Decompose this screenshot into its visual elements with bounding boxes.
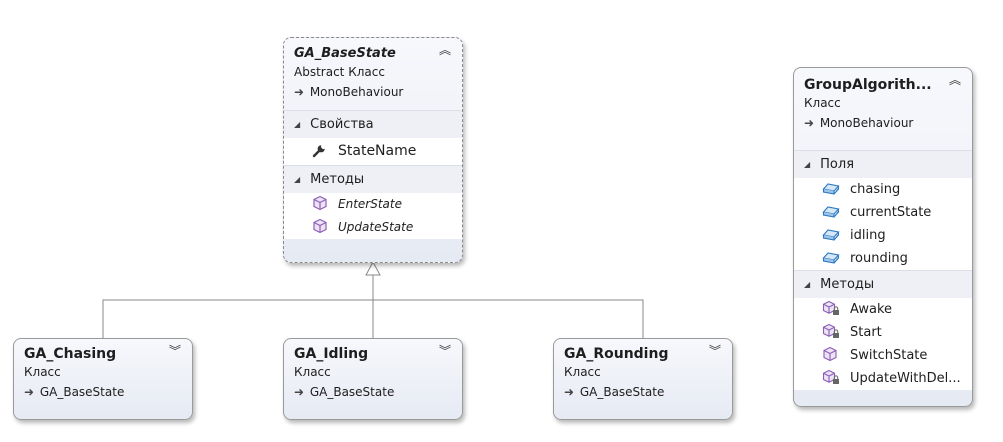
method-item[interactable]: UpdateState xyxy=(284,216,462,239)
class-box-ga-basestate[interactable]: GA_BaseState Abstract Класс ➜ MonoBehavi… xyxy=(283,37,463,263)
class-stereotype: Класс xyxy=(804,96,841,110)
property-item[interactable]: StateName xyxy=(284,138,462,165)
arrow-right-icon: ➜ xyxy=(294,85,305,99)
triangle-expanded-icon: ◢ xyxy=(804,280,811,289)
arrow-right-icon: ➜ xyxy=(804,116,815,130)
arrow-right-icon: ➜ xyxy=(24,385,35,399)
arrow-right-icon: ➜ xyxy=(294,385,305,399)
triangle-expanded-icon: ◢ xyxy=(294,120,301,129)
class-title: GroupAlgorith... xyxy=(804,77,932,93)
class-box-ga-chasing[interactable]: GA_Chasing Класс ➜ GA_BaseState ︾ xyxy=(13,338,193,420)
section-methods[interactable]: ◢Методы xyxy=(284,165,462,193)
base-class: ➜ GA_BaseState xyxy=(564,382,722,402)
class-title: GA_BaseState xyxy=(294,46,396,61)
method-item[interactable]: EnterState xyxy=(284,193,462,216)
method-item[interactable]: SwitchState xyxy=(794,344,972,367)
field-item[interactable]: chasing xyxy=(794,178,972,201)
wrench-icon xyxy=(312,145,325,158)
arrow-right-icon: ➜ xyxy=(564,385,575,399)
double-chevron-down-icon[interactable]: ︾ xyxy=(168,344,181,358)
double-chevron-up-icon[interactable]: ︽ xyxy=(438,43,451,57)
field-item[interactable]: idling xyxy=(794,224,972,247)
class-header: GA_Chasing Класс ➜ GA_BaseState ︾ xyxy=(14,339,192,410)
field-icon xyxy=(822,183,840,195)
method-item[interactable]: UpdateWithDel... xyxy=(794,367,972,390)
field-icon xyxy=(822,206,840,218)
field-item[interactable]: rounding xyxy=(794,247,972,270)
double-chevron-up-icon[interactable]: ︽ xyxy=(948,73,961,87)
cube-icon xyxy=(313,218,327,234)
method-item[interactable]: Awake xyxy=(794,298,972,321)
class-box-ga-idling[interactable]: GA_Idling Класс ➜ GA_BaseState ︾ xyxy=(283,338,463,420)
class-box-ga-rounding[interactable]: GA_Rounding Класс ➜ GA_BaseState ︾ xyxy=(553,338,733,420)
base-class: ➜ GA_BaseState xyxy=(24,382,182,402)
method-item[interactable]: Start xyxy=(794,321,972,344)
double-chevron-down-icon[interactable]: ︾ xyxy=(438,344,451,358)
class-header: GA_Rounding Класс ➜ GA_BaseState ︾ xyxy=(554,339,732,410)
class-stereotype: Класс xyxy=(294,365,331,379)
class-title: GA_Chasing xyxy=(24,346,117,362)
cube-lock-icon xyxy=(822,300,839,315)
section-fields[interactable]: ◢Поля xyxy=(794,150,972,178)
connector-chasing xyxy=(102,299,373,340)
class-header: GA_Idling Класс ➜ GA_BaseState ︾ xyxy=(284,339,462,410)
class-box-group-algorithm[interactable]: GroupAlgorith... Класс ➜ MonoBehaviour ︽… xyxy=(793,67,973,407)
cube-lock-icon xyxy=(822,323,839,338)
base-class: ➜ GA_BaseState xyxy=(294,382,452,402)
class-stereotype: Класс xyxy=(24,365,61,379)
class-stereotype: Класс xyxy=(564,365,601,379)
cube-icon xyxy=(823,346,837,362)
section-properties[interactable]: ◢Свойства xyxy=(284,110,462,138)
base-class: ➜ MonoBehaviour xyxy=(294,82,452,102)
cube-icon xyxy=(313,195,327,211)
class-stereotype: Abstract Класс xyxy=(294,65,385,79)
field-icon xyxy=(822,229,840,241)
triangle-expanded-icon: ◢ xyxy=(804,160,811,169)
field-icon xyxy=(822,252,840,264)
double-chevron-down-icon[interactable]: ︾ xyxy=(708,344,721,358)
class-title: GA_Rounding xyxy=(564,346,669,362)
class-header: GA_BaseState Abstract Класс ➜ MonoBehavi… xyxy=(284,38,462,110)
base-class: ➜ MonoBehaviour xyxy=(804,113,962,133)
inheritance-arrowhead xyxy=(365,260,381,276)
section-methods[interactable]: ◢Методы xyxy=(794,270,972,298)
class-header: GroupAlgorith... Класс ➜ MonoBehaviour ︽ xyxy=(794,68,972,150)
field-item[interactable]: currentState xyxy=(794,201,972,224)
class-title: GA_Idling xyxy=(294,346,369,362)
cube-lock-icon xyxy=(822,369,839,384)
connector-rounding xyxy=(373,299,644,340)
triangle-expanded-icon: ◢ xyxy=(294,175,301,184)
